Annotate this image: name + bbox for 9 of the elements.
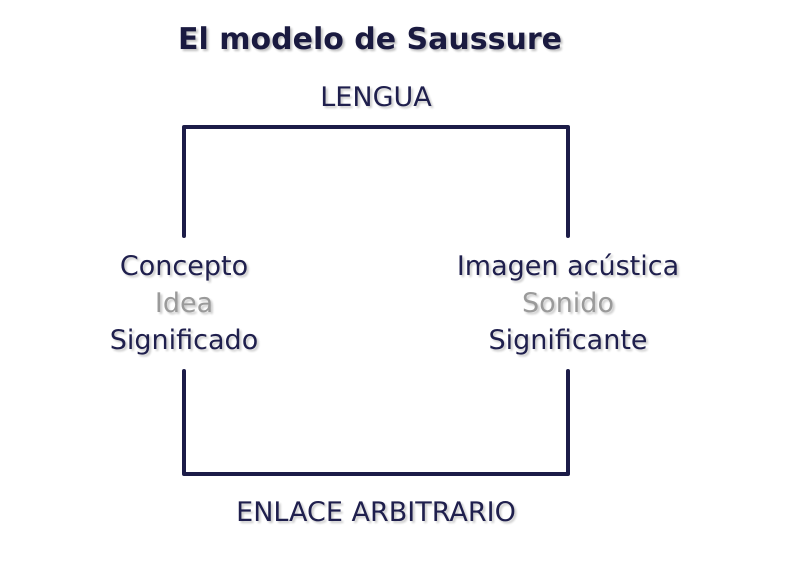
term-label: Significado — [108, 324, 260, 358]
connector-line — [182, 125, 570, 238]
term-label: Significante — [487, 324, 649, 358]
diagram-title: El modelo de Saussure — [177, 22, 563, 57]
term-label: Sonido — [521, 287, 615, 321]
term-label: Idea — [154, 287, 214, 321]
connector-line — [182, 369, 570, 476]
term-label: Imagen acústica — [456, 250, 680, 284]
term-label: Concepto — [118, 250, 250, 284]
